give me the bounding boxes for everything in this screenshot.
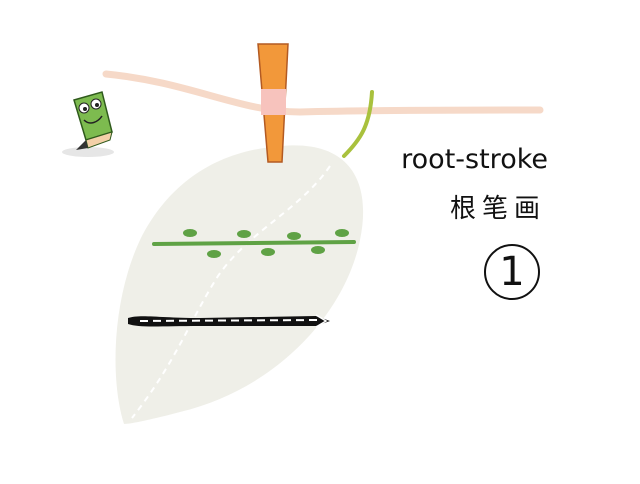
- title-english: root-stroke: [401, 144, 548, 175]
- pencil-mascot-icon: [62, 91, 114, 157]
- leaf-icon: [115, 90, 374, 424]
- vine-stroke-icon: [152, 229, 356, 258]
- title-chinese: 根笔画: [449, 194, 546, 224]
- clothespin-icon: [257, 43, 289, 163]
- brush-stroke-icon: [128, 314, 330, 328]
- clothesline: [102, 70, 544, 116]
- step-number-badge: 1: [484, 244, 540, 300]
